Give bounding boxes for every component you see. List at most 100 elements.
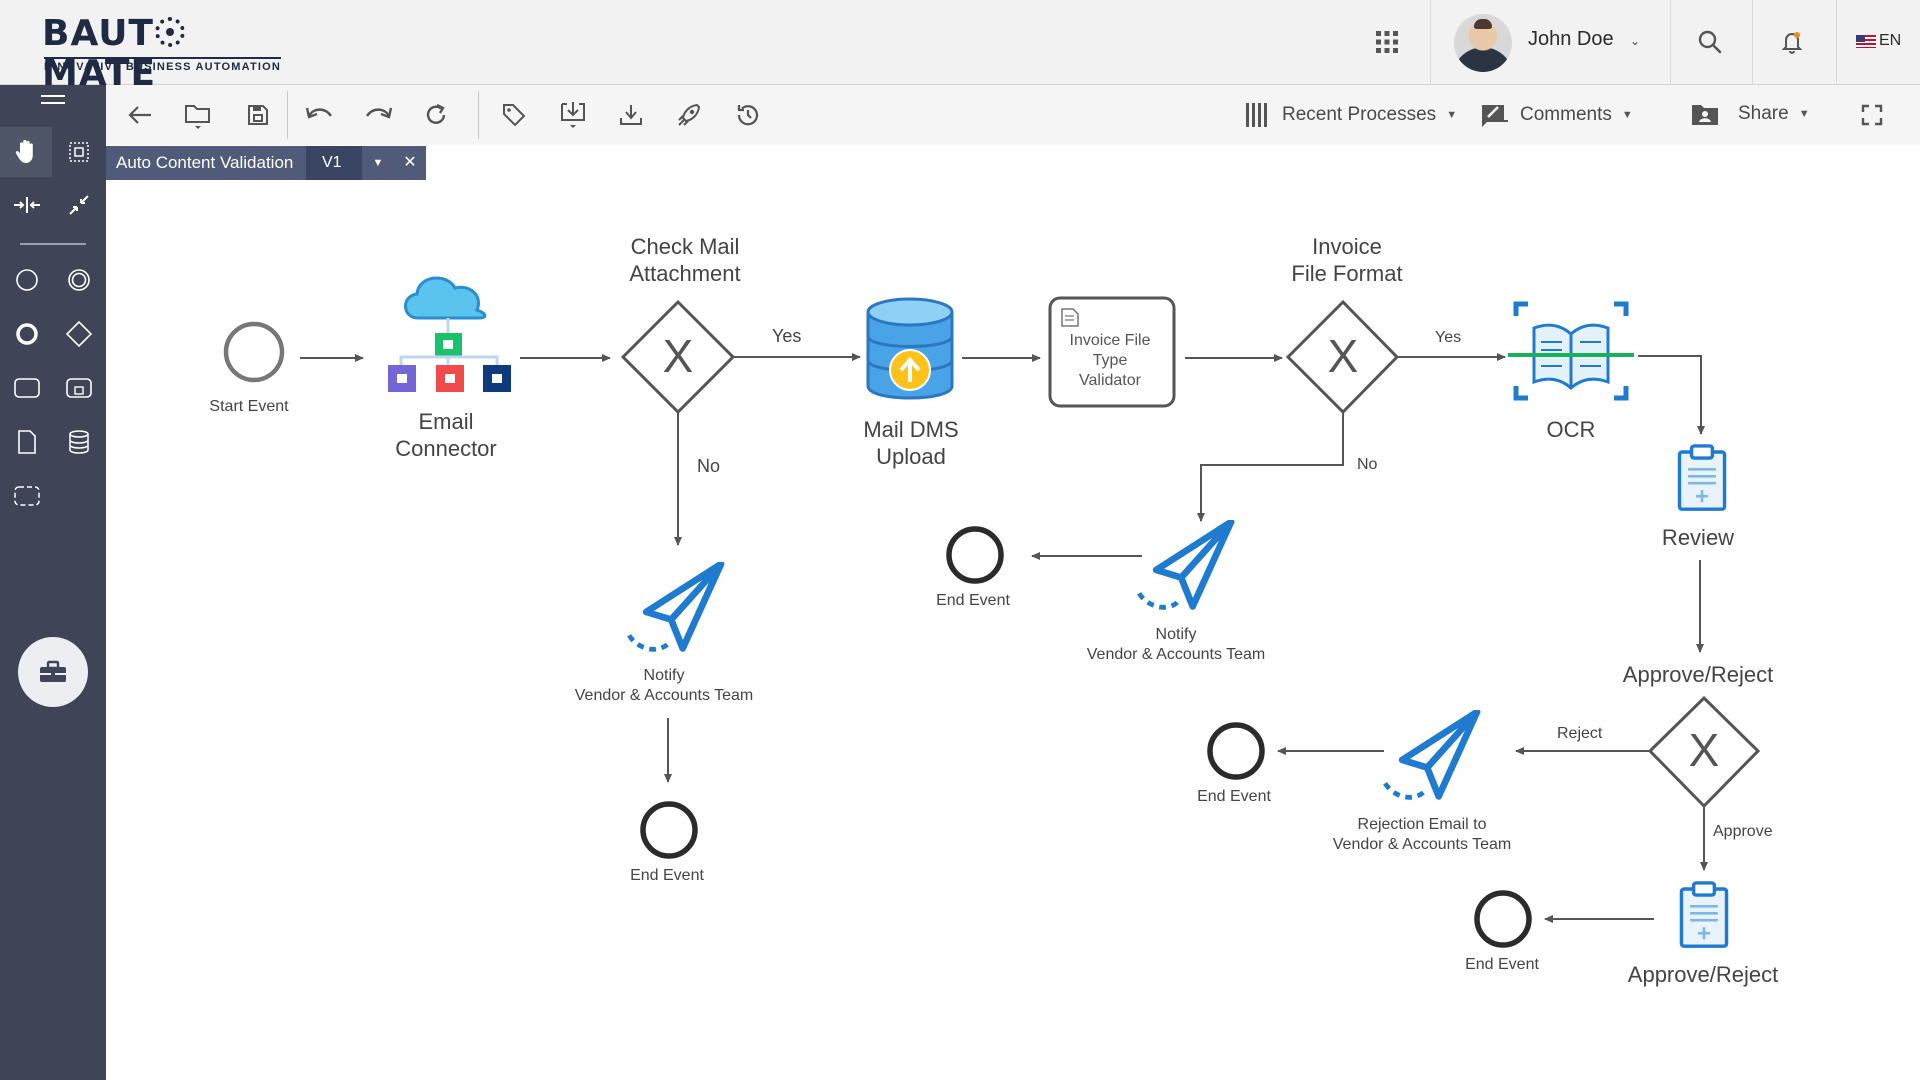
user-name[interactable]: John Doe [1528,28,1614,50]
hand-tool-icon[interactable] [12,137,42,167]
toolbox-button[interactable] [18,637,88,707]
deploy-rocket-icon[interactable] [673,99,705,131]
subprocess-tool-icon[interactable] [64,373,94,403]
toolbar-divider [287,91,288,139]
end-event-label: End Event [1197,788,1271,805]
end-event[interactable] [640,801,698,859]
edge-approve-label: Approve [1713,823,1773,840]
redo-icon[interactable] [362,99,394,131]
close-tab-icon[interactable]: ✕ [394,146,426,180]
group-tool-icon[interactable] [12,481,42,511]
hamburger-menu-icon[interactable] [41,95,65,109]
logo-tagline: INNOVATIVE BUSINESS AUTOMATION [44,57,282,73]
end-event[interactable] [1207,722,1265,780]
gateway-tool-icon[interactable] [64,319,94,349]
invoice-validator-task[interactable] [1048,296,1176,408]
end-event-label: End Event [936,592,1010,609]
svg-text:X: X [1689,724,1720,776]
briefcase-icon [40,660,66,682]
caret-down-icon: ▼ [1621,109,1633,121]
start-event-label: Start Event [209,398,289,415]
undo-icon[interactable] [304,99,336,131]
process-tab[interactable]: Auto Content Validation V1 ▼ ✕ [106,146,426,180]
check-mail-gateway[interactable]: X [620,299,736,415]
back-arrow-icon[interactable] [124,99,156,131]
download-icon[interactable] [615,99,647,131]
data-store-tool-icon[interactable] [64,427,94,457]
invoice-format-gateway[interactable]: X [1285,299,1400,415]
ocr-task[interactable] [1508,301,1634,401]
search-icon[interactable] [1694,26,1726,58]
save-icon[interactable] [242,99,274,131]
version-label: V1 [306,146,362,180]
task-tool-icon[interactable] [12,373,42,403]
svg-text:X: X [1328,330,1359,382]
end-event-tool-icon[interactable] [12,319,42,349]
svg-text:X: X [663,330,694,382]
approve-reject-task[interactable] [1679,881,1729,948]
recent-processes-label: Recent Processes [1282,104,1437,125]
top-header: BAUTMATE INNOVATIVE BUSINESS AUTOMATION … [0,0,1920,94]
share-dropdown[interactable]: Share ▼ [1690,101,1810,127]
language-selector[interactable]: EN [1856,32,1901,50]
header-divider [1836,0,1837,85]
refresh-icon[interactable] [420,99,452,131]
mail-dms-upload-task[interactable] [866,297,954,400]
tag-icon[interactable] [498,99,530,131]
start-event[interactable] [223,321,285,383]
header-divider [1670,0,1671,85]
header-divider [1752,0,1753,85]
space-tool-icon[interactable] [12,190,42,220]
rejection-email-task[interactable] [1385,712,1477,797]
process-tab-title[interactable]: Auto Content Validation [106,146,306,180]
notify-send-task[interactable] [629,564,721,649]
end-event[interactable] [946,526,1004,584]
barcode-icon [1246,103,1267,127]
review-task[interactable] [1677,444,1727,511]
approve-reject-task-label: Approve/Reject [1627,962,1779,987]
open-folder-icon[interactable] [182,99,214,131]
chevron-down-icon[interactable]: ⌄ [1630,34,1641,48]
connect-tool-icon[interactable] [64,190,94,220]
apps-grid-icon[interactable] [1371,26,1403,58]
lasso-select-icon[interactable] [64,137,94,167]
sequence-flows [300,353,1708,923]
end-event-label: End Event [1465,956,1539,973]
ocr-label: OCR [1546,417,1596,442]
bell-icon[interactable] [1776,26,1808,58]
start-event-tool-icon[interactable] [12,265,42,295]
version-dropdown-icon[interactable]: ▼ [362,146,394,180]
sidebar-divider [20,243,86,245]
approve-reject-gateway-label: Approve/Reject [1622,662,1774,687]
editor-toolbar: Recent Processes▼ Comments ▼ Share ▼ [106,85,1920,145]
avatar[interactable] [1454,14,1512,72]
approve-reject-gateway[interactable]: X [1647,695,1761,809]
intermediate-event-tool-icon[interactable] [64,265,94,295]
tool-sidebar [0,85,106,1080]
edge-reject-label: Reject [1557,725,1603,742]
share-folder-icon [1692,105,1718,125]
fullscreen-icon[interactable] [1856,99,1888,131]
edge-yes-label: Yes [1435,329,1462,346]
header-divider [1430,0,1431,85]
recent-processes-dropdown[interactable]: Recent Processes▼ [1244,101,1457,129]
history-icon[interactable] [732,99,764,131]
notify-send-task[interactable] [1139,522,1231,607]
data-object-tool-icon[interactable] [12,427,42,457]
gear-logo-icon [154,17,185,47]
caret-down-icon: ▼ [1798,108,1810,120]
comments-label: Comments [1520,104,1612,125]
share-label: Share [1738,103,1789,124]
import-icon[interactable] [557,99,589,131]
end-event[interactable] [1474,890,1532,948]
language-label: EN [1879,32,1902,49]
email-connector-task[interactable] [388,276,511,392]
comments-dropdown[interactable]: Comments ▼ [1480,101,1633,129]
